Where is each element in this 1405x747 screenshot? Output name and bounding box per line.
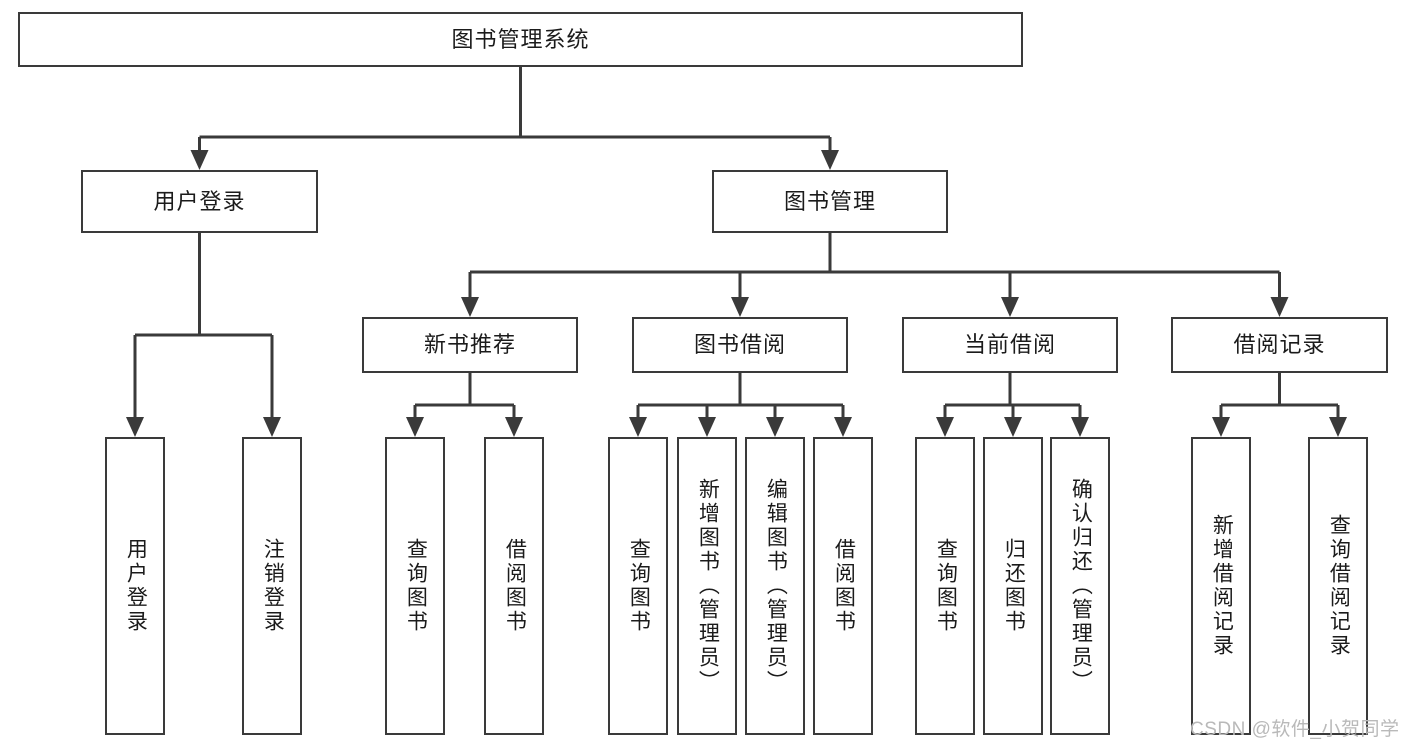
arrow-head-icon-borrowbook bbox=[731, 297, 749, 317]
node-label-newbook: 新书推荐 bbox=[423, 332, 516, 358]
node-label-leaf-bb-add: 新增图书（管理员） bbox=[696, 478, 720, 694]
arrow-head-icon-leaf-br-add bbox=[1212, 417, 1230, 437]
node-leaf-bb-query[interactable]: 查询图书 bbox=[608, 437, 668, 735]
arrow-head-icon-leaf-nb-query bbox=[406, 417, 424, 437]
node-leaf-br-add[interactable]: 新增借阅记录 bbox=[1191, 437, 1251, 735]
node-label-leaf-user-logout: 注销登录 bbox=[261, 538, 285, 634]
node-label-bookmgmt: 图书管理 bbox=[783, 188, 876, 214]
arrow-head-icon-login bbox=[190, 150, 209, 170]
arrow-head-icon-leaf-nb-borrow bbox=[505, 417, 523, 437]
node-label-leaf-nb-query: 查询图书 bbox=[404, 538, 428, 634]
node-borrowrecord[interactable]: 借阅记录 bbox=[1171, 317, 1388, 373]
node-label-leaf-br-add: 新增借阅记录 bbox=[1210, 514, 1234, 658]
watermark-label: CSDN @软件_小贺同学 bbox=[1190, 719, 1400, 740]
node-label-leaf-bb-query: 查询图书 bbox=[627, 538, 651, 634]
arrow-head-icon-leaf-cb-query bbox=[936, 417, 954, 437]
node-label-leaf-nb-borrow: 借阅图书 bbox=[503, 538, 527, 634]
node-label-leaf-cb-confirm: 确认归还（管理员） bbox=[1069, 478, 1093, 694]
arrow-head-icon-leaf-bb-borrow bbox=[834, 417, 852, 437]
arrow-head-icon-newbook bbox=[461, 297, 479, 317]
node-currentborrow[interactable]: 当前借阅 bbox=[902, 317, 1118, 373]
node-label-leaf-br-query: 查询借阅记录 bbox=[1327, 514, 1351, 658]
arrow-head-icon-leaf-bb-add bbox=[698, 417, 716, 437]
node-newbook[interactable]: 新书推荐 bbox=[362, 317, 578, 373]
arrow-head-icon-leaf-br-query bbox=[1329, 417, 1347, 437]
node-leaf-user-login[interactable]: 用户登录 bbox=[105, 437, 165, 735]
arrow-head-icon-leaf-cb-return bbox=[1004, 417, 1022, 437]
node-bookmgmt[interactable]: 图书管理 bbox=[712, 170, 948, 233]
arrow-head-icon-leaf-user-login bbox=[126, 417, 144, 437]
node-leaf-cb-return[interactable]: 归还图书 bbox=[983, 437, 1043, 735]
node-label-root: 图书管理系统 bbox=[451, 26, 590, 52]
node-leaf-user-logout[interactable]: 注销登录 bbox=[242, 437, 302, 735]
node-label-leaf-bb-edit: 编辑图书（管理员） bbox=[764, 478, 788, 694]
node-root[interactable]: 图书管理系统 bbox=[18, 12, 1023, 67]
node-label-borrowrecord: 借阅记录 bbox=[1233, 332, 1326, 358]
node-leaf-bb-borrow[interactable]: 借阅图书 bbox=[813, 437, 873, 735]
node-label-leaf-user-login: 用户登录 bbox=[124, 538, 148, 634]
arrow-head-icon-leaf-cb-confirm bbox=[1071, 417, 1089, 437]
node-login[interactable]: 用户登录 bbox=[81, 170, 318, 233]
node-leaf-nb-borrow[interactable]: 借阅图书 bbox=[484, 437, 544, 735]
node-leaf-bb-edit[interactable]: 编辑图书（管理员） bbox=[745, 437, 805, 735]
arrow-head-icon-leaf-bb-edit bbox=[766, 417, 784, 437]
node-label-leaf-bb-borrow: 借阅图书 bbox=[832, 538, 856, 634]
node-label-leaf-cb-query: 查询图书 bbox=[934, 538, 958, 634]
node-leaf-br-query[interactable]: 查询借阅记录 bbox=[1308, 437, 1368, 735]
arrow-head-icon-borrowrecord bbox=[1270, 297, 1289, 317]
node-leaf-cb-confirm[interactable]: 确认归还（管理员） bbox=[1050, 437, 1110, 735]
node-leaf-nb-query[interactable]: 查询图书 bbox=[385, 437, 445, 735]
arrow-head-icon-currentborrow bbox=[1001, 297, 1019, 317]
arrow-head-icon-leaf-user-logout bbox=[263, 417, 281, 437]
node-label-leaf-cb-return: 归还图书 bbox=[1002, 538, 1026, 634]
arrow-head-icon-bookmgmt bbox=[821, 150, 839, 170]
node-borrowbook[interactable]: 图书借阅 bbox=[632, 317, 848, 373]
node-leaf-cb-query[interactable]: 查询图书 bbox=[915, 437, 975, 735]
arrow-head-icon-leaf-bb-query bbox=[629, 417, 647, 437]
node-label-borrowbook: 图书借阅 bbox=[693, 332, 786, 358]
node-label-currentborrow: 当前借阅 bbox=[963, 332, 1056, 358]
node-leaf-bb-add[interactable]: 新增图书（管理员） bbox=[677, 437, 737, 735]
node-label-login: 用户登录 bbox=[153, 188, 246, 214]
